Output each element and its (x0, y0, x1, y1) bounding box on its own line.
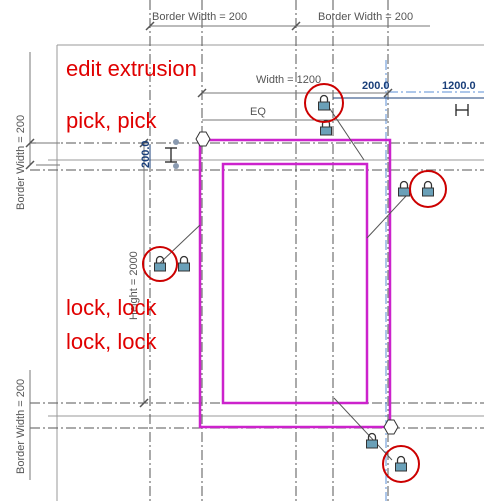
dimension-eq[interactable]: EQ (250, 106, 266, 118)
extrusion-outer-boundary[interactable] (198, 138, 392, 429)
padlock-icon[interactable] (154, 255, 166, 272)
dimension-1200[interactable]: 1200.0 (442, 80, 476, 92)
selected-reference-plane[interactable] (385, 60, 484, 501)
extrusion-inner-boundary[interactable] (221, 162, 369, 405)
padlock-icon[interactable] (318, 94, 330, 111)
dimension-border-width-top-right[interactable]: Border Width = 200 (318, 11, 413, 23)
temporary-dimension[interactable] (149, 97, 484, 168)
padlock-icons[interactable] (154, 94, 434, 472)
vertex-markers[interactable] (195, 131, 399, 435)
eq-toggle-icon-left[interactable] (165, 147, 177, 163)
reference-planes (30, 0, 484, 501)
note-edit-extrusion: edit extrusion (66, 56, 197, 81)
dimension-lines (29, 25, 430, 480)
padlock-icon[interactable] (320, 119, 332, 136)
padlock-icon[interactable] (422, 180, 434, 197)
dimension-200-left[interactable]: 200.0 (140, 140, 152, 168)
note-lock-line-1: lock, lock (66, 295, 157, 320)
background-reference-lines (48, 44, 484, 501)
note-lock-line-2: lock, lock (66, 329, 157, 354)
note-pick-pick: pick, pick (66, 108, 157, 133)
lock-leaders (159, 102, 407, 461)
dimension-border-width-left-top[interactable]: Border Width = 200 (15, 115, 27, 210)
dimension-ticks (25, 21, 393, 408)
dimension-height[interactable]: Height = 2000 (128, 251, 140, 320)
dimension-200-top[interactable]: 200.0 (362, 80, 390, 92)
padlock-icon[interactable] (178, 255, 190, 272)
padlock-icon[interactable] (398, 180, 410, 197)
dimension-width[interactable]: Width = 1200 (256, 74, 321, 86)
drag-grips[interactable] (173, 139, 179, 169)
padlock-icon[interactable] (395, 455, 407, 472)
dimension-border-width-left-bottom[interactable]: Border Width = 200 (15, 379, 27, 474)
annotation-circles (142, 83, 447, 483)
dimension-border-width-top-left[interactable]: Border Width = 200 (152, 11, 247, 23)
eq-toggle-icon[interactable] (455, 104, 469, 116)
padlock-icon[interactable] (366, 432, 378, 449)
